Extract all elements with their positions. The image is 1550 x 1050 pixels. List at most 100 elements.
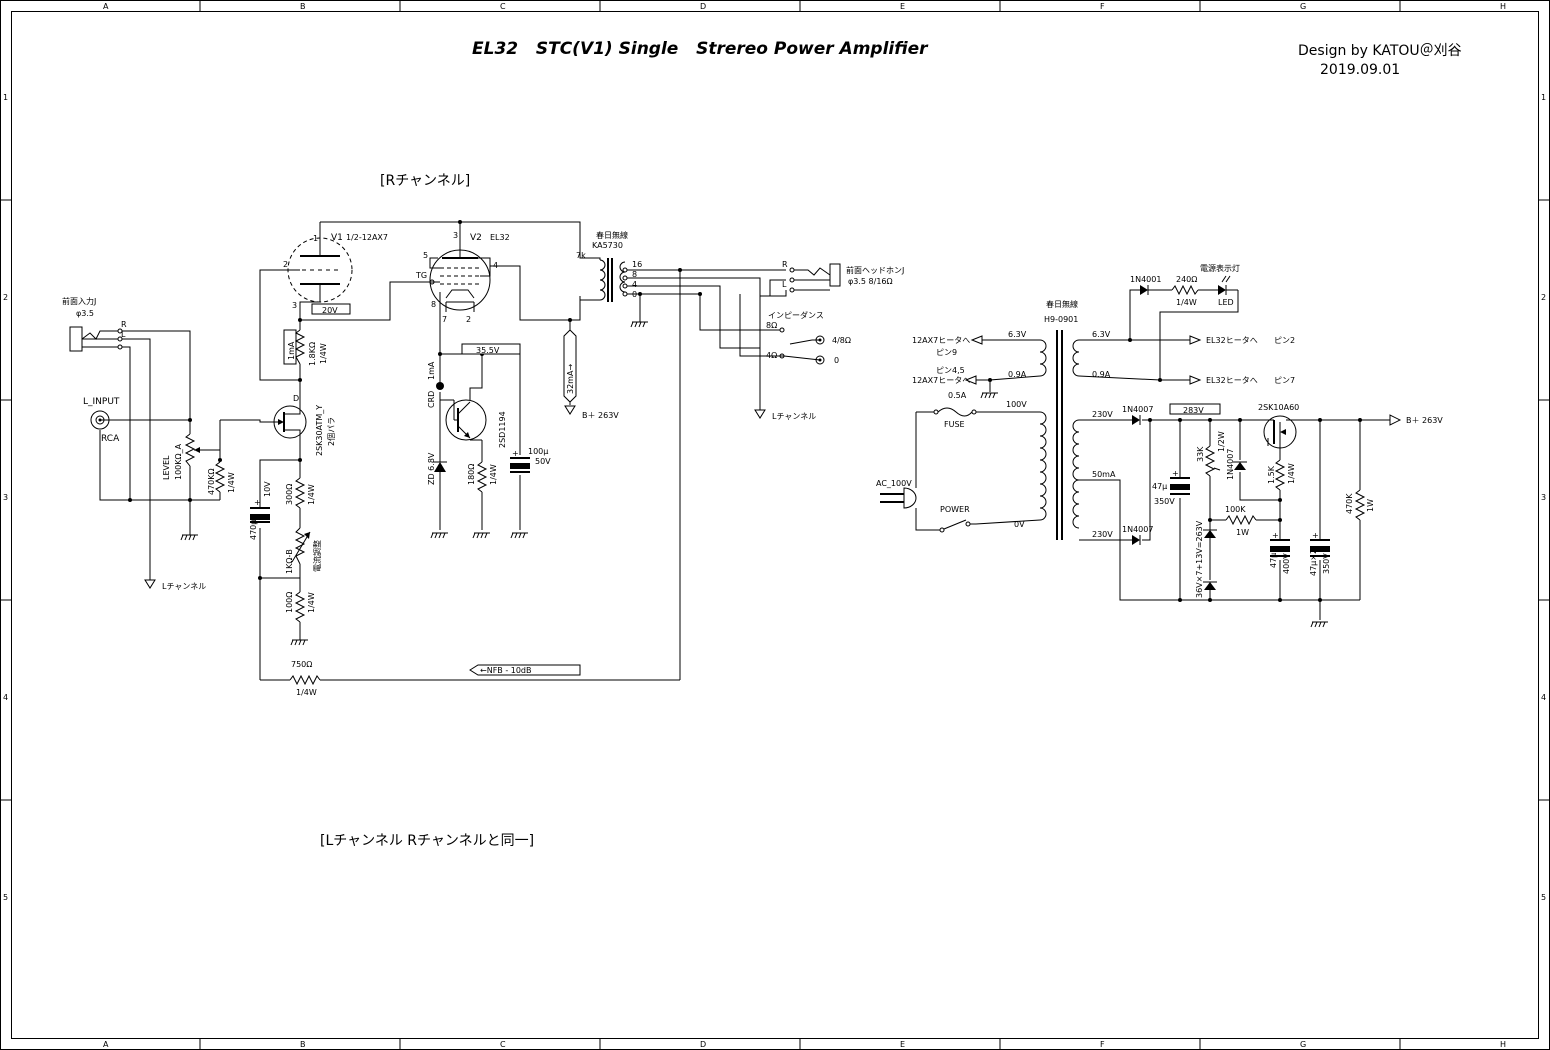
psu-cap3-value: 47μ×2: [1309, 549, 1318, 576]
power-switch: POWER: [939, 505, 971, 533]
frame-col-label: E: [900, 2, 905, 11]
headphone-l: L: [782, 280, 787, 289]
bplus-arrow: B＋ 263V: [564, 405, 619, 420]
v2-pin-5: 5: [423, 251, 428, 260]
rect-diode-2: 1N4007: [1122, 525, 1153, 534]
otx-tap-4: 4: [632, 280, 637, 289]
ground-symbol-heater: [980, 392, 998, 399]
v1-voltage: 20V: [322, 306, 338, 315]
fuse-value: 0.5A: [948, 391, 967, 400]
v1-pin-2: 2: [283, 260, 288, 269]
v1-plate-resistor: 1mA 1.8KΩ 1/4W: [283, 329, 328, 366]
ptx-0v: 0V: [1014, 520, 1025, 529]
otx-maker: 春日無線: [596, 230, 628, 240]
v1-pin-1: 1: [313, 234, 318, 243]
heater-12ax7-b: 12AX7ヒータへ: [912, 376, 970, 385]
svg-text:+: +: [1312, 531, 1319, 540]
resistor-100: 100Ω 1/4W: [285, 591, 316, 623]
ptx-pri-6v3: 6.3V: [1008, 330, 1027, 339]
otx-tap-16: 16: [632, 260, 642, 269]
impedance-4ohm: 4Ω: [766, 351, 777, 360]
r300-value: 300Ω: [285, 484, 294, 505]
psu-voltage-tag: 283V: [1169, 403, 1221, 415]
psu-cap2-volt: 400V: [1282, 553, 1291, 574]
l-channel-ref-arrow: Lチャンネル: [144, 579, 206, 591]
frame-col-label: G: [1300, 2, 1306, 11]
v2-pin-2: 2: [466, 315, 471, 324]
fuse: 0.5A FUSE: [933, 391, 977, 429]
jfet-2sk30: D 2SK30ATM_Y 2個パラ: [273, 380, 336, 460]
input-jack-r: R: [121, 320, 127, 329]
frame-col-label: D: [700, 1040, 706, 1049]
zener-stack-label: 36V×7+13V=263V: [1195, 520, 1204, 598]
heater-el32-b: EL32ヒータへ: [1206, 376, 1258, 385]
r33k-watt: 1/2W: [1217, 431, 1226, 452]
crd-diode: 1mA CRD: [427, 361, 444, 408]
crd-label: CRD: [427, 391, 436, 408]
v2-plate-current: 32mA→: [566, 364, 575, 394]
output-transformer: 春日無線 KA5730 7k 16 8 4 0: [576, 230, 642, 302]
led-resistor-watt: 1/4W: [1176, 298, 1197, 307]
frame-row-label: 3: [3, 493, 8, 502]
rca-label: RCA: [101, 434, 120, 444]
headphone-spec: φ3.5 8/16Ω: [848, 277, 893, 286]
cathode-cap-volt: 10V: [263, 481, 272, 497]
r100k-value: 100K: [1225, 505, 1246, 514]
psu-cap1-volt: 350V: [1154, 497, 1175, 506]
frame-col-label: B: [300, 1040, 306, 1049]
designer-credit: Design by KATOU＠刈谷: [1298, 43, 1462, 59]
v2-bypass-cap: + 100μ 50V: [510, 447, 551, 473]
input-wiring: [99, 330, 275, 580]
heater-el32-a-pin: ピン2: [1274, 336, 1295, 345]
frame-row-label: 5: [3, 893, 8, 902]
impedance-l-ref: Lチャンネル: [772, 412, 816, 421]
frame-row-label: 4: [1541, 693, 1546, 702]
headphone-label: 前面ヘッドホンJ: [846, 265, 904, 275]
ptx-pri-0v9: 0.9A: [1008, 370, 1027, 379]
nfb-label: ←NFB - 10dB: [480, 666, 532, 675]
v1-wiring: [259, 221, 581, 406]
r470k-watt: 1W: [1366, 499, 1375, 512]
l-channel-ref-label: Lチャンネル: [162, 582, 206, 591]
current-adjust-vr: 1KΩ-B 電流調整: [285, 527, 322, 574]
r100-watt: 1/4W: [307, 592, 316, 613]
ground-symbol-otx: [630, 321, 648, 328]
cathode-wiring: [259, 270, 681, 681]
resistor-470k: 470K 1W: [1345, 489, 1375, 521]
resistor-100k: 100K 1W: [1225, 505, 1257, 537]
psu-wiring: [1130, 419, 1390, 620]
gate-resistor-watt: 1/4W: [227, 472, 236, 493]
ground-symbols-v2: [430, 532, 528, 539]
frame-col-label: C: [500, 2, 506, 11]
ptx-hv2: 230V: [1092, 530, 1113, 539]
diode-1n4007-3: 1N4007: [1226, 449, 1247, 480]
design-date: 2019.09.01: [1320, 62, 1400, 78]
frame-col-label: E: [900, 1040, 905, 1049]
ptx-model: H9-0901: [1044, 315, 1078, 324]
resistor-33k: 33K 1/2W: [1196, 431, 1226, 477]
resistor-1k5: 1.5K 1/4W: [1267, 459, 1296, 491]
v2-pin-8: 8: [431, 300, 436, 309]
v2-type: EL32: [490, 233, 510, 242]
jfet-name: 2SK30ATM_Y: [315, 405, 324, 456]
r100k-watt: 1W: [1236, 528, 1249, 537]
output-hi-label: 4/8Ω: [832, 336, 851, 345]
svg-text:+: +: [1272, 531, 1279, 540]
frame-row-label: 1: [1541, 93, 1546, 102]
emitter-resistor: 180Ω 1/4W: [467, 461, 498, 493]
psu-bplus-label: B＋ 263V: [1406, 416, 1443, 425]
impedance-switch: インピーダンス 8Ω 4Ω 4/8Ω 0: [766, 310, 851, 365]
r1k5-watt: 1/4W: [1287, 463, 1296, 484]
vr-value: 1KΩ-B: [285, 549, 294, 574]
rca-title: L_INPUT: [83, 397, 120, 407]
level-potentiometer: LEVEL 100KΩ_A: [162, 433, 200, 480]
otx-primary: 7k: [576, 251, 586, 260]
input-jack: 前面入力J φ3.5 R L: [62, 296, 127, 352]
transistor-2sd1194: 2SD1194: [445, 399, 507, 448]
r-channel-heading: [Rチャンネル]: [380, 173, 470, 189]
v1-pin-3: 3: [292, 301, 297, 310]
gate-resistor: 470KΩ 1/4W: [207, 461, 236, 495]
heater-12ax7-a: 12AX7ヒータへ: [912, 336, 970, 345]
v1-name: V1: [331, 233, 343, 243]
transistor-name: 2SD1194: [498, 411, 507, 448]
